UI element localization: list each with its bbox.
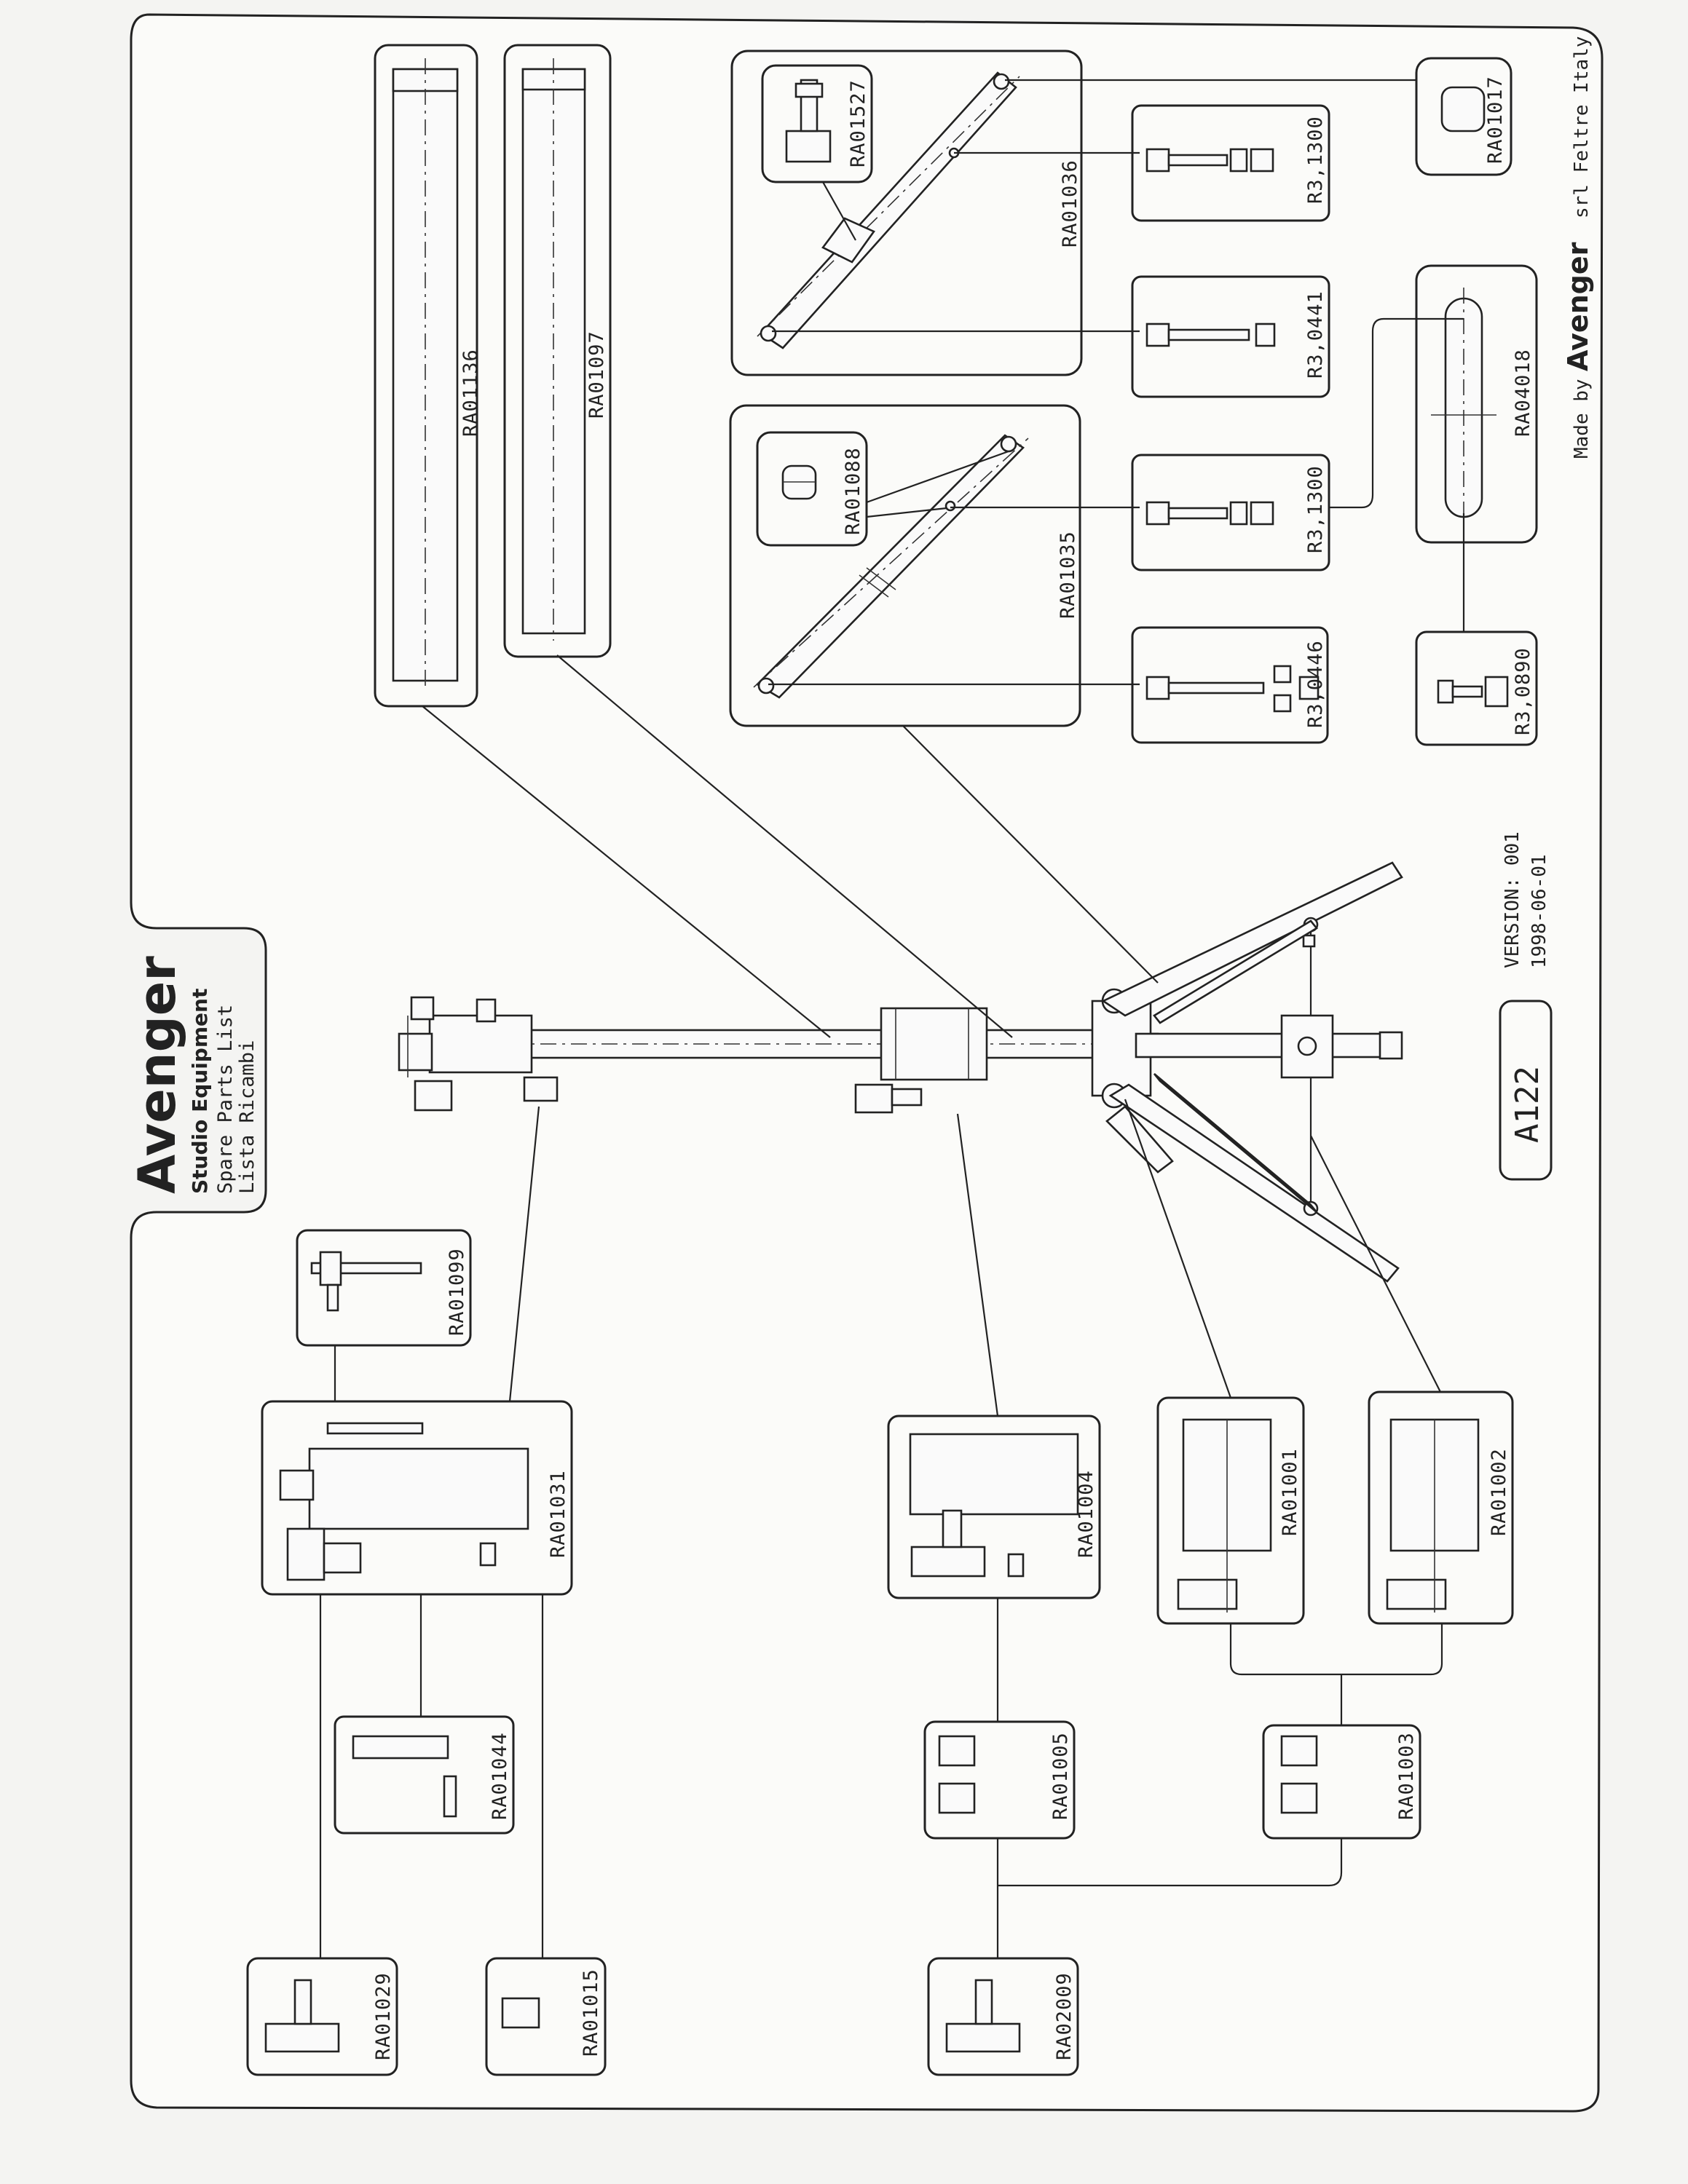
part-ra01001: RA01001 xyxy=(1156,1396,1305,1625)
version-date: 1998-06-01 xyxy=(1529,854,1550,968)
code-ra01003: RA01003 xyxy=(1395,1732,1418,1820)
title-subtitle: Studio Equipment xyxy=(188,989,212,1194)
code-ra01136: RA01136 xyxy=(460,349,482,437)
code-r3-0890: R3,0890 xyxy=(1512,647,1534,735)
model-badge: A122 VERSION: 001 1998-06-01 xyxy=(1499,831,1553,1181)
maker-footer: Made by Avenger srl Feltre Italy xyxy=(1562,36,1594,459)
part-ra01005: RA01005 xyxy=(923,1720,1076,1840)
code-ra01017: RA01017 xyxy=(1484,76,1507,164)
code-ra01029: RA01029 xyxy=(372,1972,395,2060)
part-ra01003: RA01003 xyxy=(1262,1724,1421,1840)
code-ra01099: RA01099 xyxy=(446,1248,468,1336)
part-ra01029: RA01029 xyxy=(246,1957,398,2076)
part-ra01031: RA01031 xyxy=(261,1400,573,1596)
part-ra01015: RA01015 xyxy=(485,1957,607,2076)
part-ra01044: RA01044 xyxy=(334,1715,515,1835)
code-ra01036: RA01036 xyxy=(1059,159,1081,248)
code-ra01527: RA01527 xyxy=(847,79,869,167)
part-r3-0446: R3,0446 xyxy=(1131,626,1329,744)
part-r3-1300-a: R3,1300 xyxy=(1131,104,1330,222)
code-ra01005: RA01005 xyxy=(1049,1732,1072,1820)
code-r3-0441: R3,0441 xyxy=(1304,290,1327,379)
part-ra01136: RA01136 xyxy=(374,44,482,708)
part-r3-0890: R3,0890 xyxy=(1415,630,1538,746)
part-ra01527: RA01527 xyxy=(761,64,873,183)
code-ra01035: RA01035 xyxy=(1057,531,1079,619)
part-ra04018: RA04018 xyxy=(1415,264,1538,544)
part-ra01088: RA01088 xyxy=(756,431,868,547)
code-ra02009: RA02009 xyxy=(1053,1972,1076,2060)
part-ra01017: RA01017 xyxy=(1415,57,1513,176)
code-ra04018: RA04018 xyxy=(1512,349,1534,437)
part-ra01099: RA01099 xyxy=(296,1229,472,1347)
code-ra01088: RA01088 xyxy=(842,447,864,535)
version-text: VERSION: 001 xyxy=(1502,831,1523,968)
title-line-2: Lista Ricambi xyxy=(236,1040,259,1194)
title-line-1: Spare Parts List xyxy=(214,1005,237,1194)
stand-assembly xyxy=(398,861,1403,1283)
code-r3-0446: R3,0446 xyxy=(1304,640,1327,728)
model-code: A122 xyxy=(1509,1066,1546,1143)
code-ra01004: RA01004 xyxy=(1075,1470,1097,1558)
part-ra01097: RA01097 xyxy=(503,44,612,658)
code-ra01015: RA01015 xyxy=(580,1969,602,2057)
code-ra01001: RA01001 xyxy=(1279,1448,1301,1536)
title-block: Avenger Studio Equipment Spare Parts Lis… xyxy=(127,956,259,1194)
part-ra02009: RA02009 xyxy=(927,1957,1079,2076)
code-ra01097: RA01097 xyxy=(585,331,608,419)
part-r3-1300-b: R3,1300 xyxy=(1131,454,1330,571)
code-ra01002: RA01002 xyxy=(1488,1448,1510,1536)
model-box xyxy=(1499,1000,1553,1181)
code-ra01031: RA01031 xyxy=(547,1470,569,1558)
code-r3-1300-a: R3,1300 xyxy=(1304,116,1327,204)
maker-brand: Avenger xyxy=(1562,242,1594,371)
brand-logo-text: Avenger xyxy=(127,956,187,1194)
part-ra01004: RA01004 xyxy=(887,1415,1101,1599)
maker-suffix: srl Feltre Italy xyxy=(1571,36,1593,218)
code-ra01044: RA01044 xyxy=(489,1732,511,1820)
part-r3-0441: R3,0441 xyxy=(1131,275,1330,398)
part-ra01002: RA01002 xyxy=(1368,1390,1514,1625)
made-by-text: Made by xyxy=(1571,379,1593,459)
code-r3-1300-b: R3,1300 xyxy=(1304,465,1327,553)
